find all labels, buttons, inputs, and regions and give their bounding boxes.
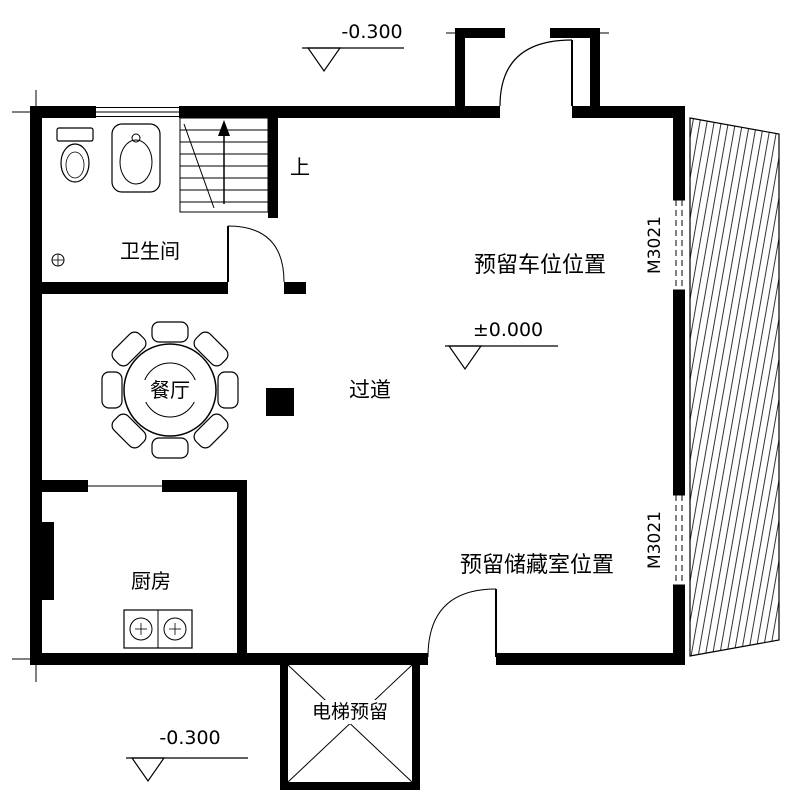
chair <box>193 331 229 367</box>
door-code-upper: M3021 <box>645 216 665 274</box>
stairs-up-arrowhead <box>218 120 230 136</box>
window <box>94 106 181 118</box>
entrance-door <box>499 39 573 107</box>
wall-ticks <box>12 32 609 682</box>
floor-drain-icon <box>51 253 65 267</box>
chair <box>217 371 239 409</box>
parking-label: 预留车位位置 <box>474 253 606 278</box>
stairs-up-label: 上 <box>290 155 310 179</box>
elevation-bottom-value: -0.300 <box>159 727 220 749</box>
chair <box>111 413 147 449</box>
outer-walls <box>30 106 685 665</box>
kitchen-walls <box>30 480 247 665</box>
corridor-label: 过道 <box>349 378 391 402</box>
stairs <box>179 106 278 218</box>
chair <box>193 413 229 449</box>
kitchen-label: 厨房 <box>131 569 171 593</box>
bathroom-door <box>227 225 285 283</box>
door-code-lower: M3021 <box>645 511 665 569</box>
elevator-label: 电梯预留 <box>312 701 388 723</box>
elevator-shaft <box>280 664 420 790</box>
ramp-hatch-area <box>689 117 780 657</box>
elevation-marker-top <box>302 47 404 73</box>
dining-table <box>101 321 239 459</box>
column <box>266 388 294 416</box>
bathroom-label: 卫生间 <box>120 239 180 263</box>
reserved-door-openings <box>673 199 685 586</box>
entrance-vestibule <box>455 28 600 106</box>
elevation-top-value: -0.300 <box>341 21 402 43</box>
chair <box>111 331 147 367</box>
elevation-marker-center <box>445 345 558 371</box>
bottom-door <box>427 588 497 658</box>
stove-icon <box>123 609 193 649</box>
elevation-marker-bottom <box>126 757 248 783</box>
dining-label: 餐厅 <box>150 378 190 402</box>
chair <box>151 321 189 343</box>
storage-label: 预留储藏室位置 <box>460 553 614 578</box>
toilet-icon <box>56 127 94 183</box>
chair <box>101 371 123 409</box>
kitchen-counter-block <box>32 522 54 600</box>
sink-icon <box>111 123 161 193</box>
bathroom-walls <box>30 282 306 294</box>
elevation-center-value: ±0.000 <box>473 319 543 341</box>
chair <box>151 437 189 459</box>
